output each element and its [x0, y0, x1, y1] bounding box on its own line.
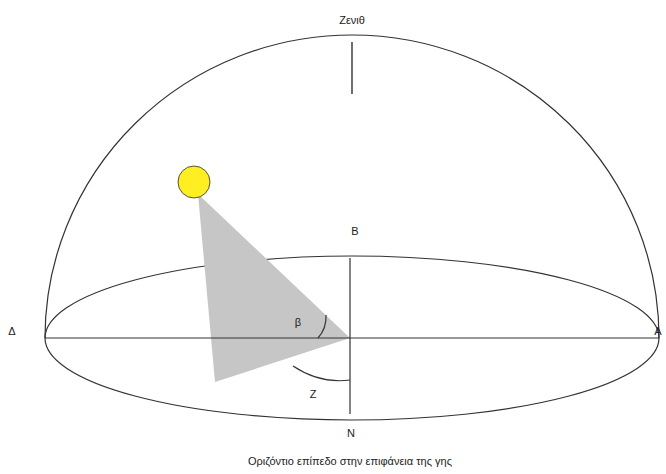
- azimuth-label: Ζ: [310, 388, 317, 401]
- altitude-angle-label: β: [295, 316, 301, 329]
- sun: [178, 166, 210, 198]
- east-west-axis: [45, 337, 659, 338]
- east-label: Α: [654, 325, 661, 338]
- dome-arc: [45, 35, 659, 338]
- altitude-arc: [318, 315, 326, 338]
- north-south-axis: [349, 258, 350, 414]
- sun-ray-shadow: [198, 194, 350, 382]
- west-label: Δ: [8, 325, 15, 338]
- north-label: Β: [351, 225, 358, 238]
- south-label: Ν: [347, 427, 355, 440]
- caption: Οριζόντιο επίπεδο στην επιφάνεια της γης: [248, 455, 452, 468]
- zenith-tick: [351, 42, 352, 94]
- zenith-label: Ζενιθ: [339, 14, 365, 27]
- horizon-ellipse: [45, 256, 659, 420]
- azimuth-arc: [293, 366, 350, 381]
